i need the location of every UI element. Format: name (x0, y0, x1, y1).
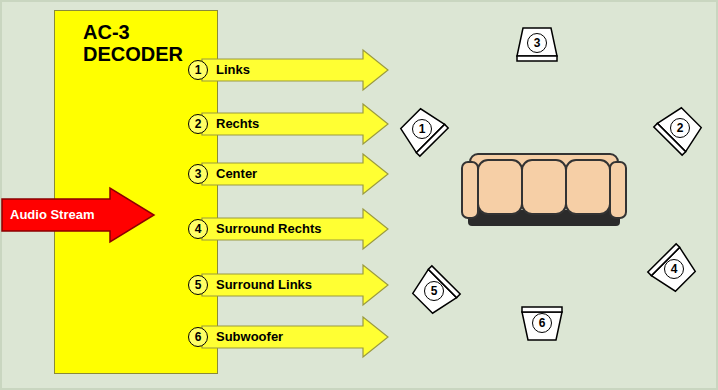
arrow-outline (202, 104, 388, 144)
callout-number: 1 (412, 119, 432, 139)
sofa-cushion (522, 160, 566, 214)
callout-number: 3 (188, 164, 208, 184)
callout-number: 6 (188, 327, 208, 347)
sofa-cushion (478, 160, 522, 214)
sofa-arm (610, 162, 626, 218)
callout-number: 2 (670, 118, 690, 138)
callout-number: 4 (664, 259, 684, 279)
arrow-outline (202, 209, 388, 249)
decoder-title: AC-3 DECODER (83, 21, 193, 65)
channel-arrow: 6 Subwoofer (188, 317, 388, 357)
channel-label: Surround Links (216, 265, 312, 305)
sofa-cushion (566, 160, 610, 214)
speaker-front (517, 56, 557, 61)
speaker: 6 (520, 302, 564, 346)
speaker-cabinet (522, 312, 562, 340)
speaker: 2 (658, 107, 702, 151)
speaker: 1 (400, 108, 444, 152)
speaker: 3 (515, 22, 559, 66)
speaker-front (522, 307, 562, 312)
channel-arrow: 5 Surround Links (188, 265, 388, 305)
callout-number: 6 (532, 313, 552, 333)
speaker-body (648, 244, 700, 296)
channel-arrow: 2 Rechts (188, 104, 388, 144)
speaker-body (397, 105, 449, 157)
input-label: Audio Stream (10, 188, 95, 242)
arrow-outline (202, 265, 388, 305)
arrow-outline (2, 188, 154, 242)
channel-label: Links (216, 50, 250, 90)
speaker-body (517, 28, 557, 61)
arrow-outline (202, 154, 388, 194)
callout-number: 2 (188, 114, 208, 134)
channel-arrow: 3 Center (188, 154, 388, 194)
callout-number: 5 (424, 281, 444, 301)
channel-label: Rechts (216, 104, 259, 144)
speaker-cabinet (409, 269, 457, 317)
speaker-body (654, 104, 706, 156)
speaker: 4 (652, 248, 696, 292)
speaker-body (522, 307, 562, 340)
callout-number: 1 (188, 60, 208, 80)
channel-label: Subwoofer (216, 317, 283, 357)
channel-arrow: 4 Surround Rechts (188, 209, 388, 249)
speaker: 5 (412, 270, 456, 314)
channel-arrow: 1 Links (188, 50, 388, 90)
input-arrow: Audio Stream (2, 188, 154, 242)
arrow-outline (202, 317, 388, 357)
channel-label: Surround Rechts (216, 209, 321, 249)
arrow-outline (202, 50, 388, 90)
sofa-arm (462, 162, 478, 218)
speaker-body (409, 266, 461, 318)
callout-number: 3 (527, 33, 547, 53)
speaker-cabinet (517, 28, 557, 56)
callout-number: 5 (188, 275, 208, 295)
channel-label: Center (216, 154, 257, 194)
callout-number: 4 (188, 219, 208, 239)
speaker-cabinet (397, 105, 445, 153)
speaker-cabinet (651, 247, 699, 295)
speaker-cabinet (657, 104, 705, 152)
